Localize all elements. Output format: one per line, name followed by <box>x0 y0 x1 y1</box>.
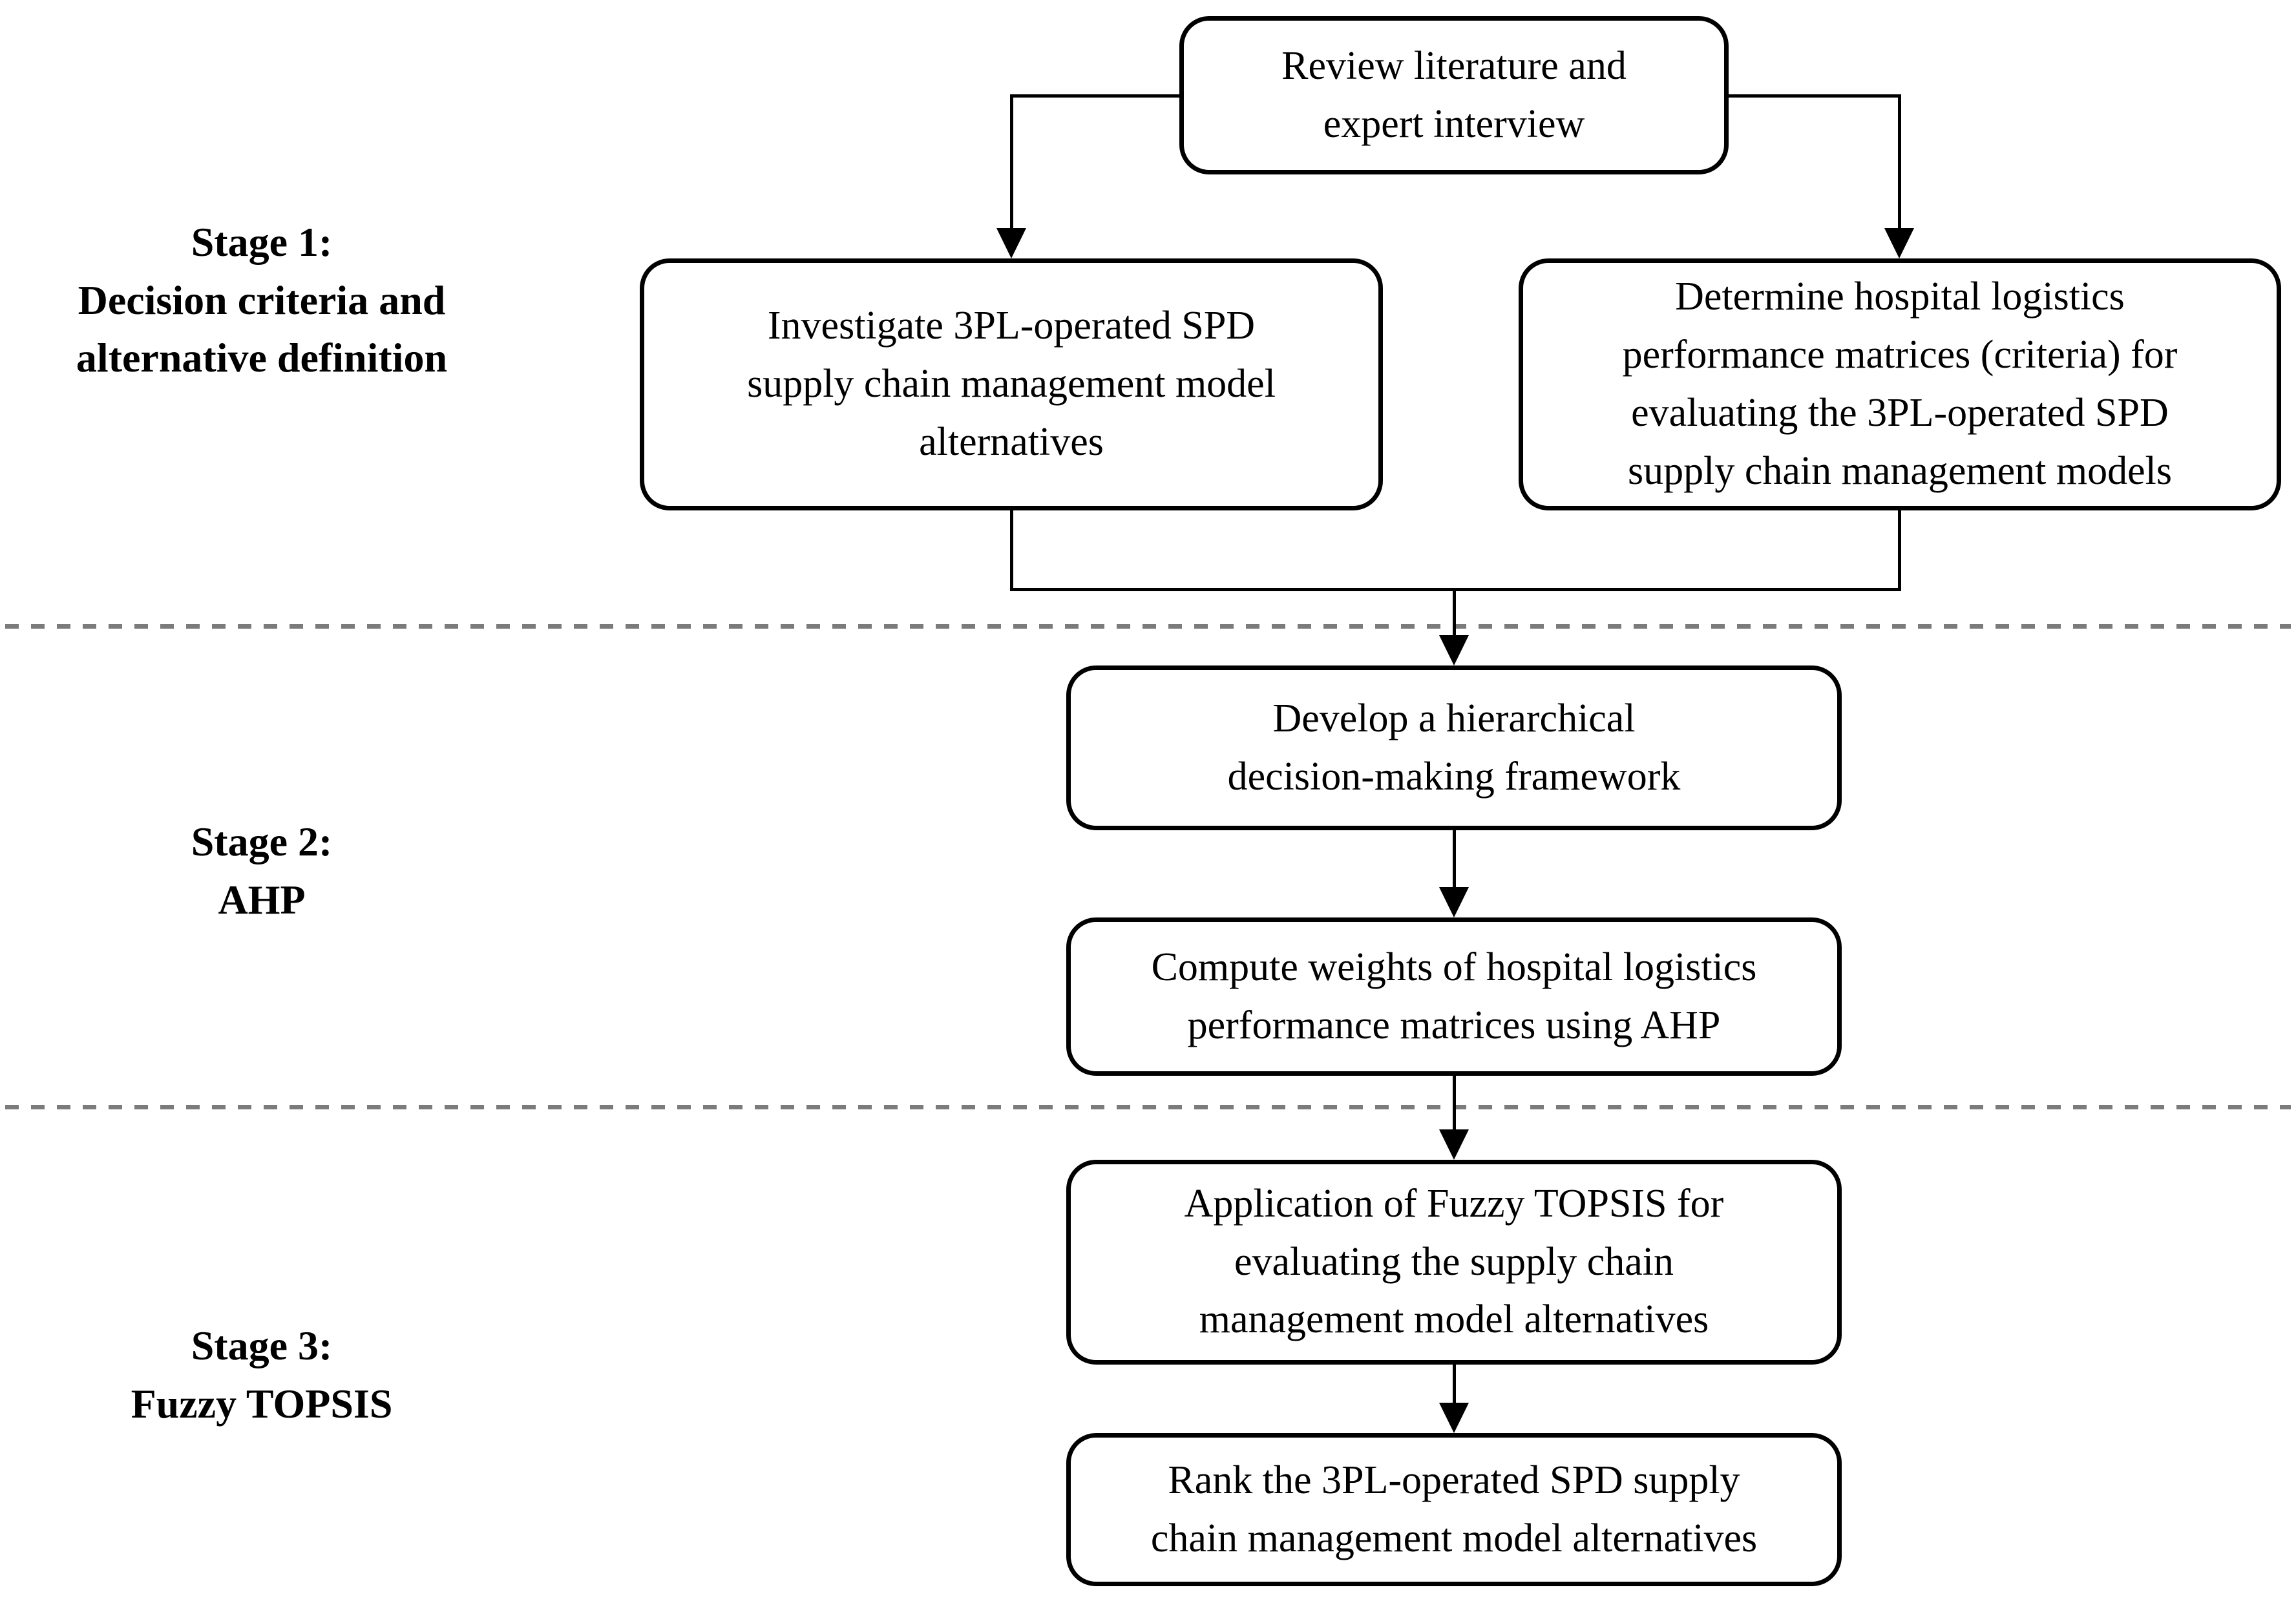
flowchart-box-apply-fuzzy-topsis: Application of Fuzzy TOPSIS for evaluati… <box>1066 1160 1842 1365</box>
connector-determine-down-vertical <box>1898 509 1901 591</box>
stage-2-label: Stage 2: AHP <box>191 819 333 923</box>
connector-investigate-down-vertical <box>1010 509 1013 591</box>
flowchart-box-rank-alternatives: Rank the 3PL-operated SPD supply chain m… <box>1066 1433 1842 1586</box>
stage-divider-2 <box>5 1105 2291 1109</box>
arrowhead-down-icon <box>996 228 1026 258</box>
arrowhead-down-icon <box>1439 1129 1469 1160</box>
connector-develop-to-compute-vertical <box>1453 829 1456 890</box>
arrowhead-down-icon <box>1439 635 1469 665</box>
stage-1-label: Stage 1: Decision criteria and alternati… <box>76 219 448 381</box>
flowchart-box-investigate-alternatives: Investigate 3PL-operated SPD supply chai… <box>640 258 1383 510</box>
connector-merge-to-develop-vertical <box>1453 588 1456 640</box>
arrowhead-down-icon <box>1439 887 1469 917</box>
connector-review-to-investigate-horizontal <box>1011 94 1181 98</box>
stage-divider-1 <box>5 624 2291 629</box>
connector-fuzzy-to-rank-vertical <box>1453 1363 1456 1407</box>
arrowhead-down-icon <box>1884 228 1914 258</box>
stage-3-label: Stage 3: Fuzzy TOPSIS <box>131 1323 393 1427</box>
flowchart-box-compute-weights: Compute weights of hospital logistics pe… <box>1066 917 1842 1076</box>
connector-review-to-investigate-vertical <box>1010 94 1013 231</box>
flowchart-box-review-literature: Review literature and expert interview <box>1179 16 1729 174</box>
connector-compute-to-fuzzy-vertical <box>1453 1074 1456 1134</box>
connector-review-to-determine-horizontal <box>1727 94 1901 98</box>
connector-review-to-determine-vertical <box>1898 94 1901 231</box>
flowchart-box-determine-criteria: Determine hospital logistics performance… <box>1519 258 2281 510</box>
arrowhead-down-icon <box>1439 1403 1469 1433</box>
flowchart-box-develop-framework: Develop a hierarchical decision-making f… <box>1066 665 1842 830</box>
